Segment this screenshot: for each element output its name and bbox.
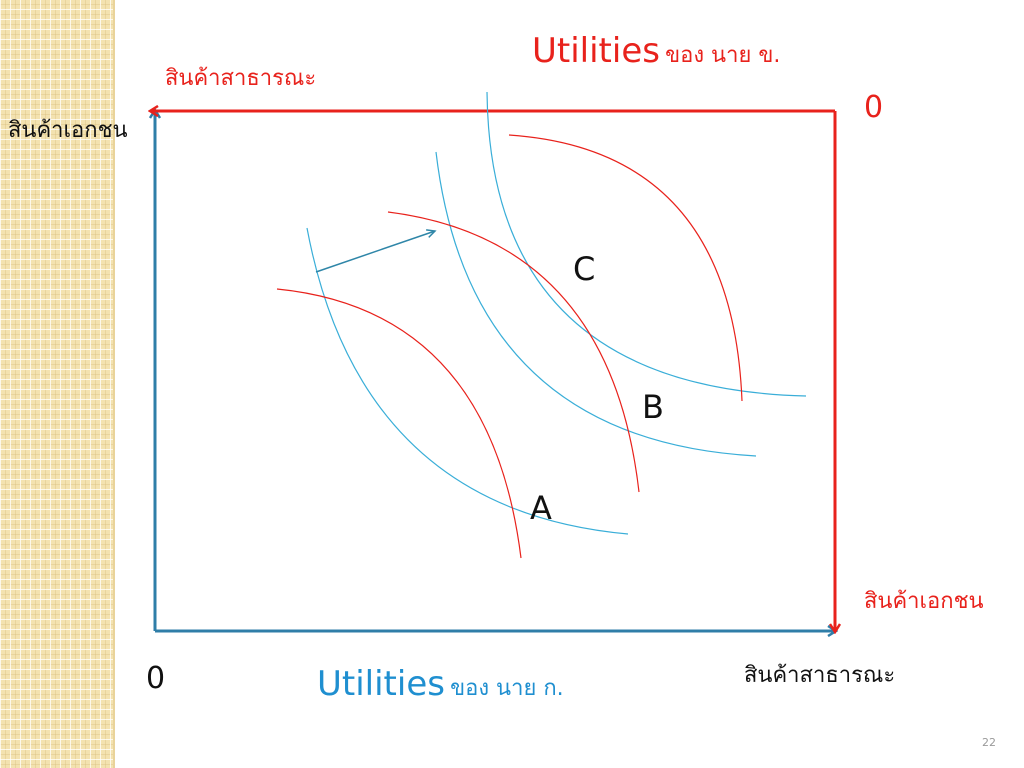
side-pattern-edge bbox=[113, 0, 115, 768]
decorative-side-pattern bbox=[0, 0, 113, 768]
blue-bottom-axis-label: สินค้าสาธารณะ bbox=[744, 663, 896, 688]
blue-indifference-curve-2 bbox=[435, 151, 757, 457]
point-b-label: B bbox=[642, 388, 664, 426]
title-person-a: Utilities ของ นาย ก. bbox=[317, 667, 564, 701]
blue-indifference-curve-1 bbox=[306, 227, 629, 535]
blue-origin-label: 0 bbox=[146, 661, 166, 696]
red-indifference-curve-1 bbox=[276, 288, 522, 559]
point-c-label: C bbox=[573, 250, 596, 288]
title-person-a-rest: ของ นาย ก. bbox=[450, 676, 564, 701]
blue-indifference-curve-3 bbox=[486, 91, 807, 397]
title-person-b: Utilities ของ นาย ข. bbox=[532, 34, 780, 68]
red-right-axis-label: สินค้าเอกชน bbox=[864, 589, 984, 614]
title-person-b-rest: ของ นาย ข. bbox=[665, 43, 781, 68]
title-person-a-word: Utilities bbox=[317, 664, 445, 704]
red-origin-label: 0 bbox=[864, 90, 884, 125]
red-indifference-curve-3 bbox=[508, 134, 743, 402]
red-indifference-curve-2 bbox=[387, 211, 640, 493]
point-a-label: A bbox=[530, 489, 552, 527]
red-top-axis-label: สินค้าสาธารณะ bbox=[165, 66, 317, 91]
blue-left-axis-label: สินค้าเอกชน bbox=[8, 118, 128, 143]
movement-arrow bbox=[315, 229, 437, 273]
slide-number: 22 bbox=[982, 736, 996, 749]
title-person-b-word: Utilities bbox=[532, 31, 660, 71]
